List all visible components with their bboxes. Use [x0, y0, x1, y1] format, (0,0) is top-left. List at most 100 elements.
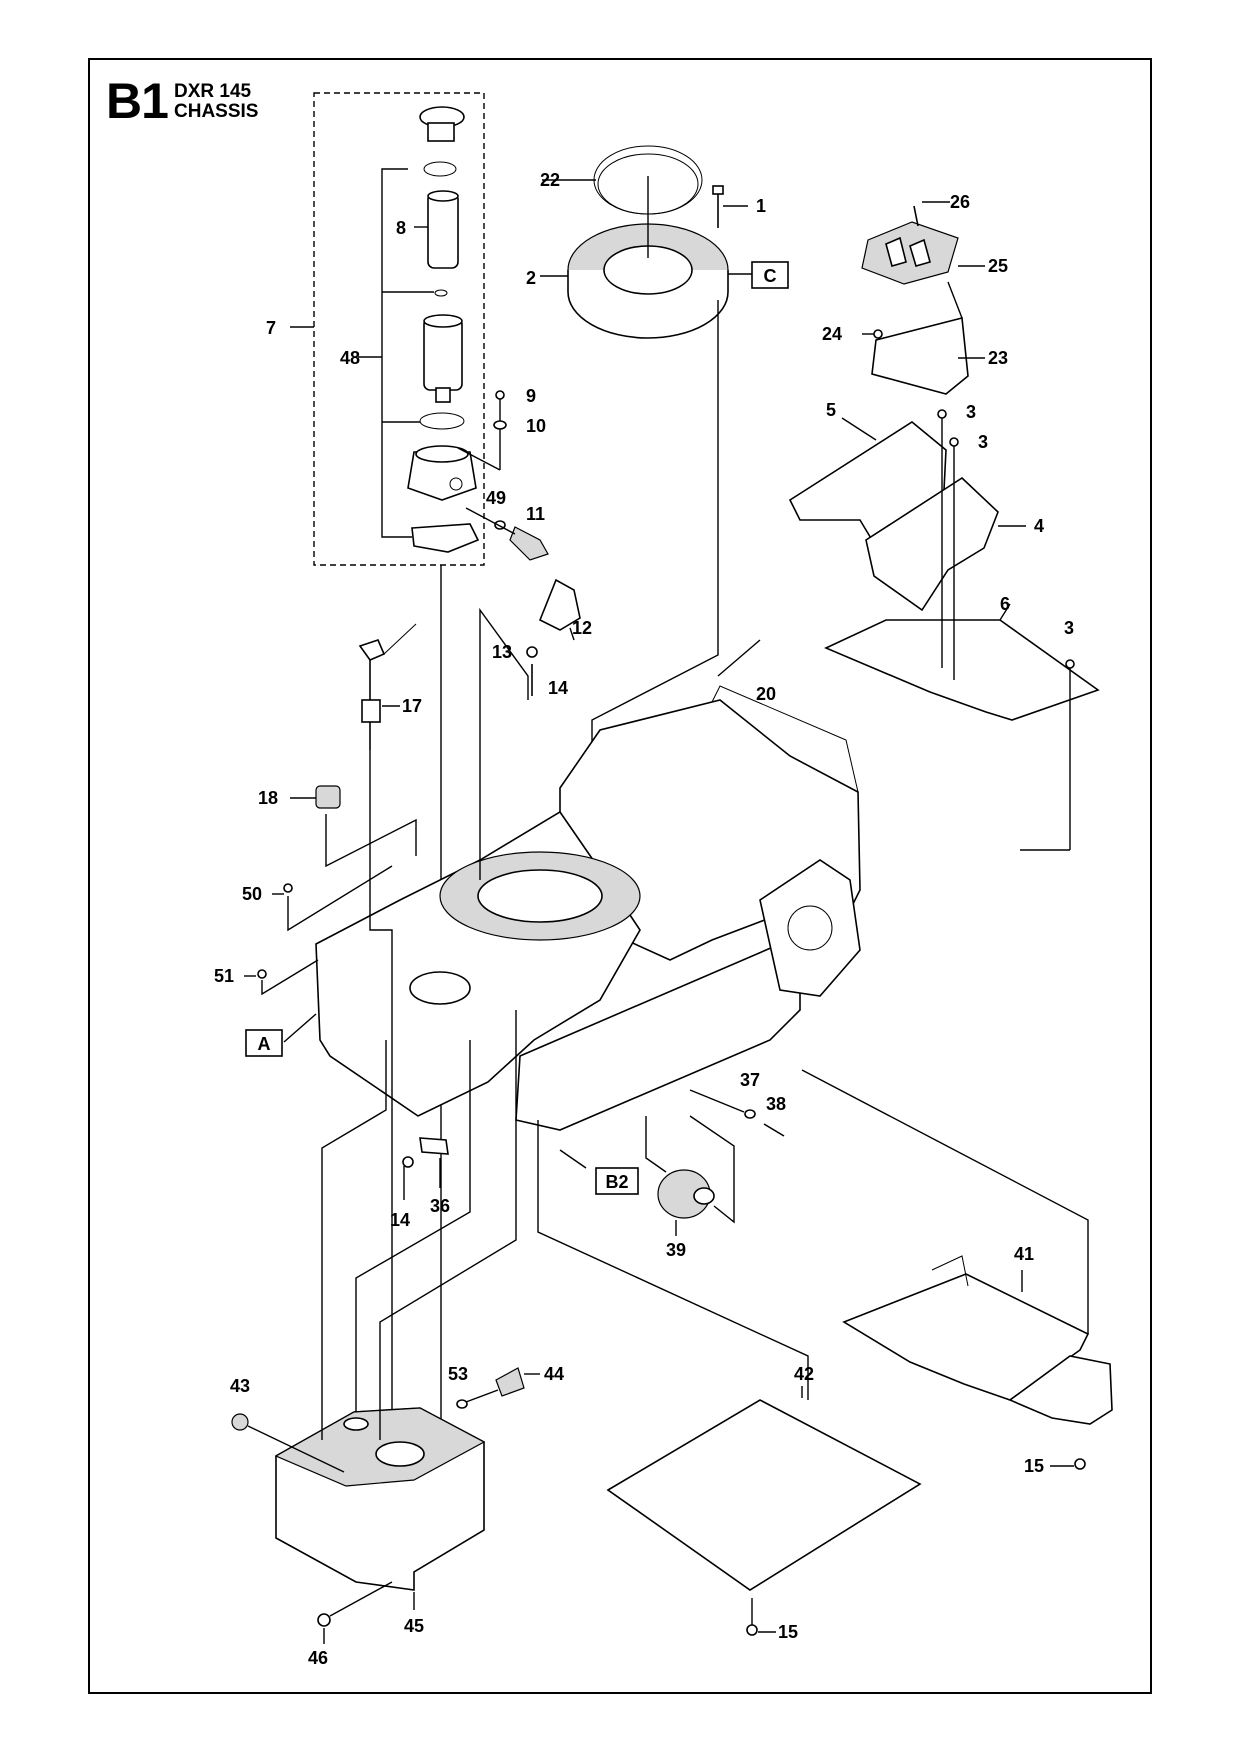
callout-6: 6	[1000, 594, 1010, 614]
leader-12	[569, 627, 575, 641]
leader-tank-a	[321, 1040, 387, 1440]
bolt-38	[763, 1123, 785, 1137]
plate-41-guard	[1008, 1355, 1113, 1425]
ref-label-a: A	[258, 1034, 271, 1054]
leader-chassis-to-41	[801, 1069, 1089, 1334]
callout-3c: 3	[1064, 618, 1074, 638]
leader-20	[717, 639, 761, 677]
screw-26	[913, 205, 919, 227]
leader-5	[841, 417, 877, 441]
bolt-1-head	[712, 185, 724, 195]
filter-bowl-drain	[435, 387, 451, 403]
filter-cap-stem	[427, 122, 455, 142]
cover-plate-23	[871, 316, 969, 395]
callout-11: 11	[526, 504, 545, 524]
bolt-51	[257, 969, 267, 979]
bolt-3-a	[937, 409, 947, 419]
leader-drain	[329, 1581, 393, 1617]
washer-10	[493, 420, 507, 430]
panel-slot-1	[885, 236, 907, 267]
filter-head-port	[449, 477, 463, 491]
bracket-36	[419, 1137, 449, 1155]
callout-1: 1	[756, 196, 766, 216]
callout-13: 13	[492, 642, 512, 662]
leader-sensor-18	[325, 814, 417, 868]
leader-tank-c	[379, 1010, 517, 1440]
bolt-15-b	[746, 1624, 758, 1636]
bolt-9	[495, 390, 505, 400]
callout-38: 38	[766, 1094, 786, 1114]
filter-bowl	[423, 317, 463, 391]
level-sender-float	[361, 699, 381, 723]
level-sender-wire	[383, 623, 417, 655]
fuel-filter-assembly	[290, 92, 549, 1420]
callout-15a: 15	[1024, 1456, 1044, 1476]
callout-39: 39	[666, 1240, 686, 1260]
plate-42	[606, 1399, 922, 1591]
leader-bolt-51	[261, 959, 319, 996]
leader-washer-37	[689, 1089, 745, 1113]
bracket-12	[538, 578, 581, 631]
filter-kit-dashed-box	[313, 92, 485, 566]
filter-bowl-top	[423, 314, 463, 328]
chassis-frame-20	[315, 639, 861, 1131]
callout-labels: 1 2 3 3 3 4 5 6 7 8 9 10 11 12 13 14 14 …	[214, 170, 1074, 1668]
model-name: DXR 145	[174, 81, 252, 102]
callout-48: 48	[340, 348, 360, 368]
callout-3a: 3	[966, 402, 976, 422]
bolt-3-b	[949, 437, 959, 447]
callout-7: 7	[266, 318, 276, 338]
callout-42: 42	[794, 1364, 814, 1384]
leader-ref-a	[283, 1013, 317, 1043]
callout-25: 25	[988, 256, 1008, 276]
leader-bolt-50	[287, 865, 393, 932]
sender-44	[495, 1367, 525, 1397]
leader-bracket-to-chassis	[479, 607, 529, 880]
bolt-3-c	[1065, 659, 1075, 669]
callout-4: 4	[1034, 516, 1044, 536]
bolt-24	[873, 329, 883, 339]
page-frame	[88, 58, 1152, 1694]
reference-boxes: A B2 C	[245, 261, 789, 1195]
washer-53	[456, 1399, 468, 1409]
callout-41: 41	[1014, 1244, 1034, 1264]
ref-box-a	[245, 1029, 283, 1057]
callout-17: 17	[402, 696, 422, 716]
leader-ref-b2	[559, 1149, 587, 1169]
chassis-tank-port	[409, 971, 471, 1005]
leader-motor-a	[645, 1116, 667, 1173]
callout-50: 50	[242, 884, 262, 904]
callout-24: 24	[822, 324, 842, 344]
callout-5: 5	[826, 400, 836, 420]
control-panel-25	[861, 221, 959, 285]
callout-18: 18	[258, 788, 278, 808]
filter-element	[427, 192, 459, 269]
ref-box-b2	[595, 1167, 639, 1195]
callout-12: 12	[572, 618, 592, 638]
callout-45: 45	[404, 1616, 424, 1636]
bolt-50	[283, 883, 293, 893]
plate-4	[865, 476, 999, 612]
callout-bracket-48	[381, 168, 412, 538]
leader-sender-to-tank	[369, 750, 393, 1440]
callout-22: 22	[540, 170, 560, 190]
bolt-14-bottom	[402, 1156, 414, 1168]
callout-26: 26	[950, 192, 970, 212]
leader-panel-to-cover	[947, 281, 963, 319]
leader-6	[999, 603, 1011, 621]
callout-46: 46	[308, 1648, 328, 1668]
ref-box-c	[751, 261, 789, 289]
plug-43	[231, 1413, 249, 1431]
callout-2: 2	[526, 268, 536, 288]
leader-bolt-9b	[457, 447, 501, 471]
callout-44: 44	[544, 1364, 564, 1384]
turntable-bore	[477, 869, 603, 923]
washer-37	[744, 1109, 756, 1119]
section-name: CHASSIS	[174, 101, 259, 122]
callout-43: 43	[230, 1376, 250, 1396]
callout-20: 20	[756, 684, 776, 704]
panel-slot-2	[909, 238, 931, 267]
leader-plug-43	[247, 1425, 345, 1473]
level-sender-head	[358, 639, 386, 661]
